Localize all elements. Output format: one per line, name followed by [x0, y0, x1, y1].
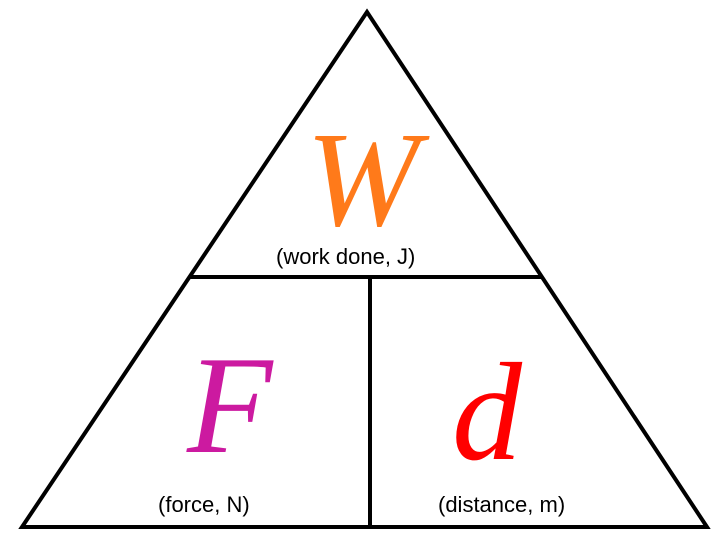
work-label: (work done, J) [276, 244, 416, 269]
work-symbol: W [306, 105, 420, 255]
distance-symbol: d [452, 335, 522, 490]
force-symbol: F [187, 328, 273, 483]
force-label: (force, N) [158, 492, 250, 517]
distance-label: (distance, m) [438, 492, 566, 517]
triangle-border [18, 8, 711, 529]
